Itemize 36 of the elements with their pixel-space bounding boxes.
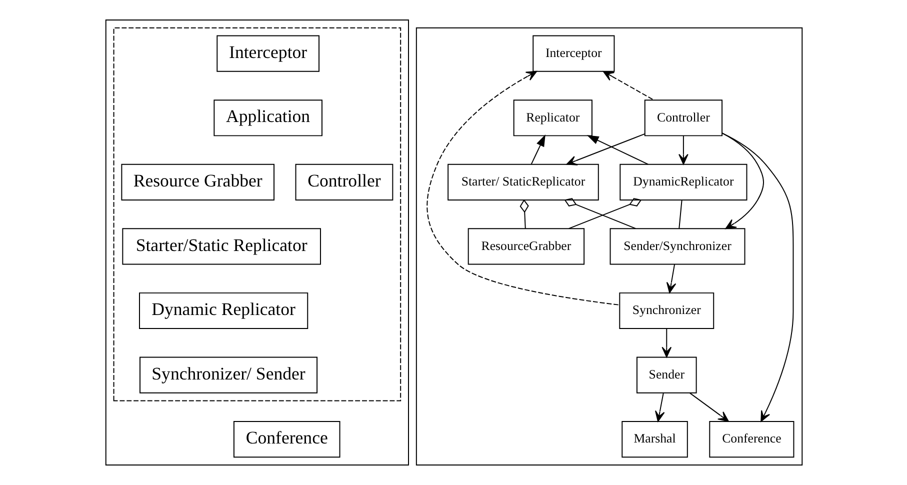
node-box: Application xyxy=(213,100,322,136)
arrow xyxy=(426,70,620,306)
arrow xyxy=(688,392,728,422)
node-box: Replicator xyxy=(512,100,592,136)
node-box: Starter/ StaticReplicator xyxy=(447,164,598,200)
connector xyxy=(678,200,682,229)
node-box: Dynamic Replicator xyxy=(138,292,308,330)
node-box: Synchronizer/ Sender xyxy=(139,356,318,394)
node-box: Interceptor xyxy=(216,35,319,72)
cluster xyxy=(112,27,401,402)
arrow xyxy=(586,135,648,165)
arrow xyxy=(666,264,676,294)
node-box: Starter/Static Replicator xyxy=(122,228,320,265)
cluster xyxy=(104,19,408,466)
arrow xyxy=(678,135,688,165)
arrow xyxy=(602,70,654,101)
cluster xyxy=(415,27,802,466)
node-box: Controller xyxy=(644,100,722,136)
node-box: Sender/Synchronizer xyxy=(609,228,745,265)
arrow xyxy=(721,132,794,422)
node-box: Interceptor xyxy=(532,35,614,72)
arrow xyxy=(721,132,764,230)
node-box: Synchronizer xyxy=(618,292,714,330)
node-box: Marshal xyxy=(621,421,688,458)
node-box: Conference xyxy=(708,421,794,458)
node-box: DynamicReplicator xyxy=(619,164,747,200)
node-box: ResourceGrabber xyxy=(467,228,584,265)
arrow xyxy=(654,392,664,422)
arrow xyxy=(530,134,545,165)
arrow xyxy=(566,133,645,166)
connector xyxy=(519,199,528,229)
node-box: Resource Grabber xyxy=(120,164,274,200)
node-box: Conference xyxy=(232,421,340,458)
node-box: Sender xyxy=(636,356,696,394)
arrow xyxy=(661,328,672,358)
node-box: Controller xyxy=(294,164,393,200)
